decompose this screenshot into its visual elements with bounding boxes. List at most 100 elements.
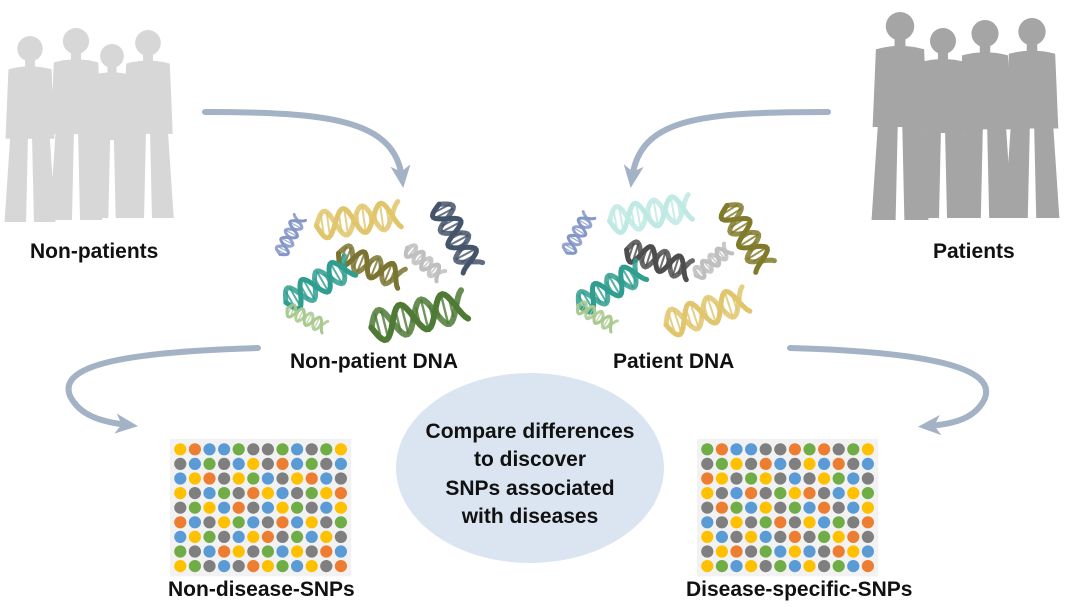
snp-dot bbox=[745, 487, 758, 500]
snp-dot bbox=[730, 560, 743, 573]
snp-dot bbox=[803, 443, 816, 456]
snp-dot bbox=[832, 501, 845, 514]
snp-dot bbox=[774, 545, 787, 558]
snp-dot bbox=[759, 545, 772, 558]
snp-dot bbox=[188, 530, 201, 544]
snp-dot bbox=[247, 501, 260, 514]
patients-silhouettes bbox=[871, 12, 1060, 220]
snp-dot bbox=[232, 516, 245, 529]
snp-dot bbox=[232, 530, 245, 544]
snp-dot bbox=[847, 457, 860, 470]
snp-dot bbox=[218, 530, 231, 544]
snp-dot bbox=[334, 457, 347, 470]
snp-dot bbox=[261, 457, 274, 470]
snp-dot bbox=[232, 560, 245, 573]
snp-dot bbox=[203, 487, 216, 500]
compare-text-line: SNPs associated bbox=[445, 476, 615, 500]
snp-dot bbox=[174, 443, 187, 456]
snp-dot bbox=[788, 443, 802, 456]
snp-dot bbox=[188, 457, 201, 470]
snp-dot bbox=[203, 457, 216, 470]
snp-dot bbox=[861, 487, 875, 500]
snp-dot bbox=[188, 545, 201, 558]
snp-dot bbox=[818, 443, 831, 456]
snp-dot bbox=[188, 560, 201, 573]
snp-dot bbox=[818, 487, 831, 500]
snp-dot bbox=[774, 472, 787, 485]
person-silhouette bbox=[4, 36, 56, 222]
compare-text-line: to discover bbox=[473, 448, 587, 472]
label-patients: Patients bbox=[933, 240, 1015, 263]
snp-dot bbox=[818, 472, 831, 485]
dna-helix-icon bbox=[663, 284, 753, 338]
snp-dot bbox=[701, 443, 714, 456]
snp-dot bbox=[320, 530, 333, 544]
snp-dot bbox=[203, 545, 216, 558]
snp-dot bbox=[861, 516, 875, 529]
snp-dot bbox=[847, 530, 860, 544]
snp-dot bbox=[818, 516, 831, 529]
non-patient-dna-cluster bbox=[274, 198, 486, 344]
snp-dot bbox=[232, 472, 245, 485]
snp-dot bbox=[788, 530, 802, 544]
snp-dot bbox=[715, 443, 729, 456]
snp-dot bbox=[832, 457, 845, 470]
snp-dot bbox=[334, 472, 347, 485]
snp-dot bbox=[803, 472, 816, 485]
label-disease-specific-snps: Disease-specific-SNPs bbox=[686, 578, 913, 601]
snp-dot bbox=[774, 457, 787, 470]
snp-dot bbox=[730, 457, 743, 470]
snp-dot bbox=[818, 501, 831, 514]
snp-dot bbox=[745, 501, 758, 514]
snp-dot bbox=[218, 487, 231, 500]
disease-specific-snp-grid bbox=[697, 439, 879, 577]
snp-dot bbox=[334, 516, 347, 529]
snp-dot bbox=[334, 530, 347, 544]
snp-dot bbox=[788, 472, 802, 485]
snp-dot bbox=[759, 443, 772, 456]
snp-dot bbox=[174, 501, 187, 514]
snp-dot bbox=[701, 457, 714, 470]
snp-dot bbox=[247, 472, 260, 485]
snp-dot bbox=[803, 560, 816, 573]
dna-helix-icon bbox=[285, 303, 330, 335]
snp-dot bbox=[745, 457, 758, 470]
snp-dot bbox=[291, 530, 304, 544]
snp-dot bbox=[745, 516, 758, 529]
snp-dot bbox=[203, 501, 216, 514]
snp-dot bbox=[232, 501, 245, 514]
label-non-patients: Non-patients bbox=[30, 240, 159, 263]
label-patient-dna: Patient DNA bbox=[613, 350, 735, 373]
snp-dot bbox=[832, 530, 845, 544]
snp-dot bbox=[745, 443, 758, 456]
non-disease-snp-grid bbox=[170, 439, 352, 577]
snp-dot bbox=[701, 545, 714, 558]
snp-dot bbox=[305, 545, 318, 558]
snp-dot bbox=[832, 545, 845, 558]
snp-dot bbox=[261, 443, 274, 456]
dna-helix-icon bbox=[274, 212, 308, 257]
dna-helix-icon bbox=[368, 287, 472, 344]
dna-helix-icon bbox=[313, 198, 404, 241]
compare-ellipse bbox=[396, 373, 664, 563]
snp-dot bbox=[730, 472, 743, 485]
snp-dot bbox=[261, 516, 274, 529]
snp-dot bbox=[818, 560, 831, 573]
dna-helix-icon bbox=[282, 253, 359, 312]
snp-dot bbox=[320, 457, 333, 470]
snp-dot bbox=[715, 545, 729, 558]
snp-dot bbox=[803, 516, 816, 529]
snp-dot bbox=[774, 443, 787, 456]
snp-dot bbox=[247, 560, 260, 573]
snp-dot bbox=[701, 487, 714, 500]
label-non-patient-dna: Non-patient DNA bbox=[290, 350, 458, 373]
snp-dot bbox=[261, 501, 274, 514]
snp-dot bbox=[305, 472, 318, 485]
snp-dot bbox=[730, 443, 743, 456]
snp-dot bbox=[276, 472, 289, 485]
snp-dot bbox=[715, 530, 729, 544]
compare-text-line: Compare differences bbox=[425, 420, 635, 443]
dna-helix-icon bbox=[692, 241, 735, 280]
snp-dot bbox=[174, 487, 187, 500]
